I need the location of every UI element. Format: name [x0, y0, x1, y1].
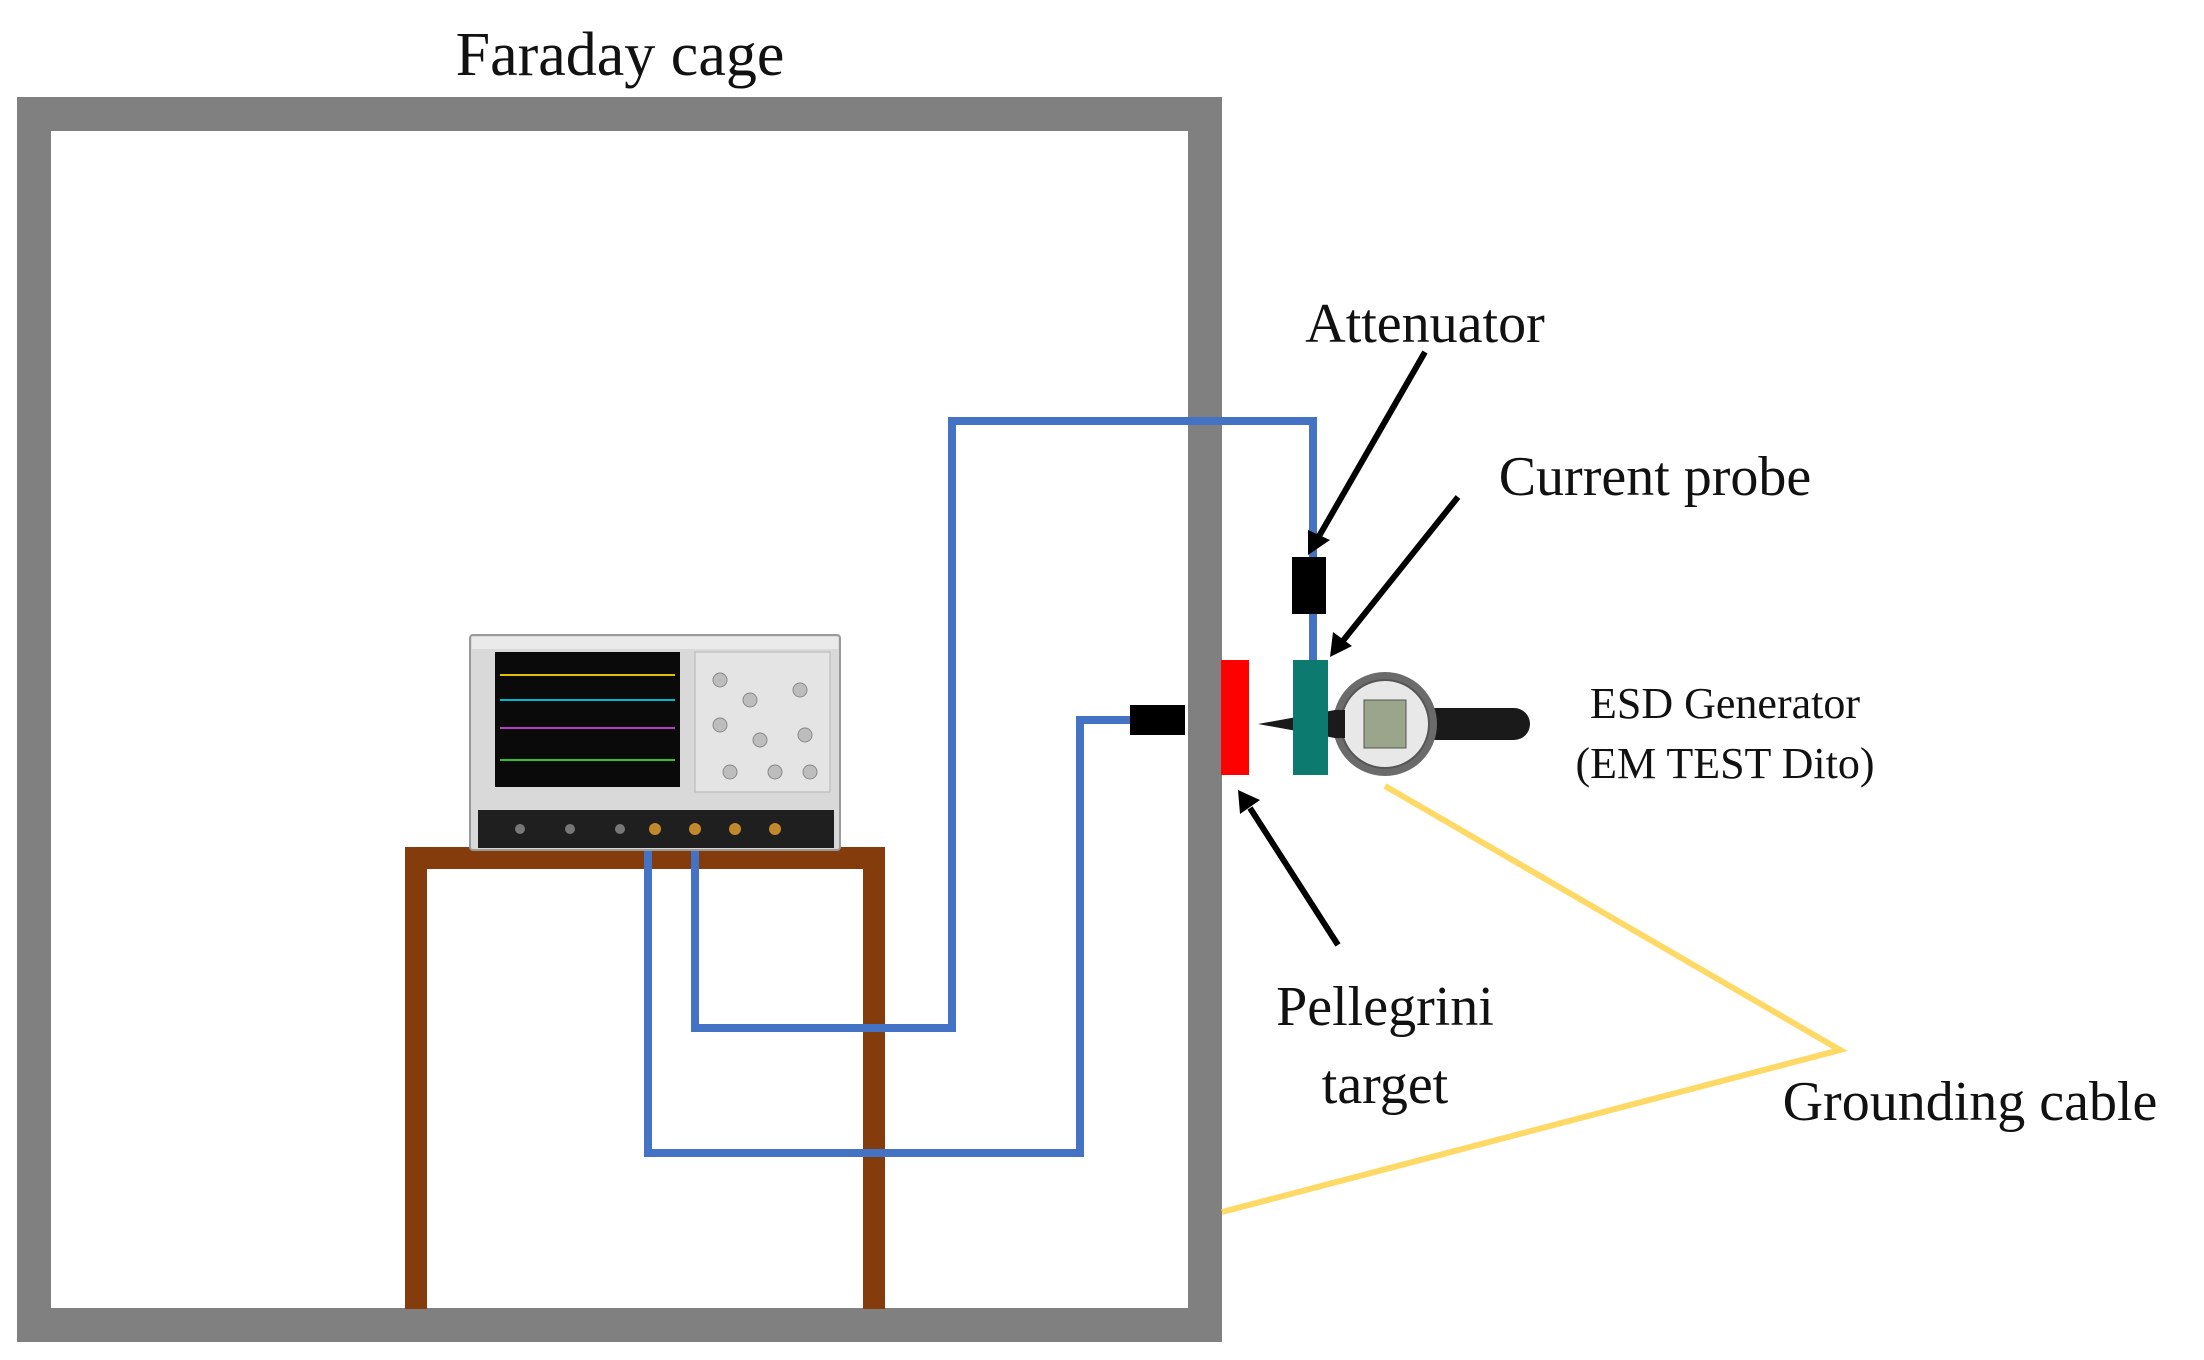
label-attenuator: Attenuator — [1305, 293, 1545, 355]
current-probe — [1293, 660, 1328, 775]
label-pellegrini-target-line2: target — [1322, 1054, 1449, 1116]
pellegrini-connector — [1130, 705, 1185, 735]
signal-cable-pellegrini — [644, 716, 1135, 1157]
grounding-cable — [1221, 783, 1848, 1215]
signal-cable-current-probe — [691, 417, 1317, 1032]
pellegrini-target — [1221, 660, 1249, 775]
label-esd-generator-model: (EM TEST Dito) — [1575, 739, 1874, 788]
table — [405, 847, 885, 1309]
label-esd-generator: ESD Generator — [1590, 679, 1860, 728]
attenuator — [1292, 557, 1326, 614]
faraday-cage — [17, 97, 1222, 1342]
label-pellegrini-target: Pellegrini — [1276, 976, 1494, 1038]
pointer-arrows — [1238, 350, 1461, 947]
label-current-probe: Current probe — [1499, 446, 1812, 508]
label-grounding-cable: Grounding cable — [1783, 1071, 2158, 1133]
label-faraday-cage: Faraday cage — [456, 21, 785, 89]
oscilloscope-icon — [469, 634, 841, 851]
